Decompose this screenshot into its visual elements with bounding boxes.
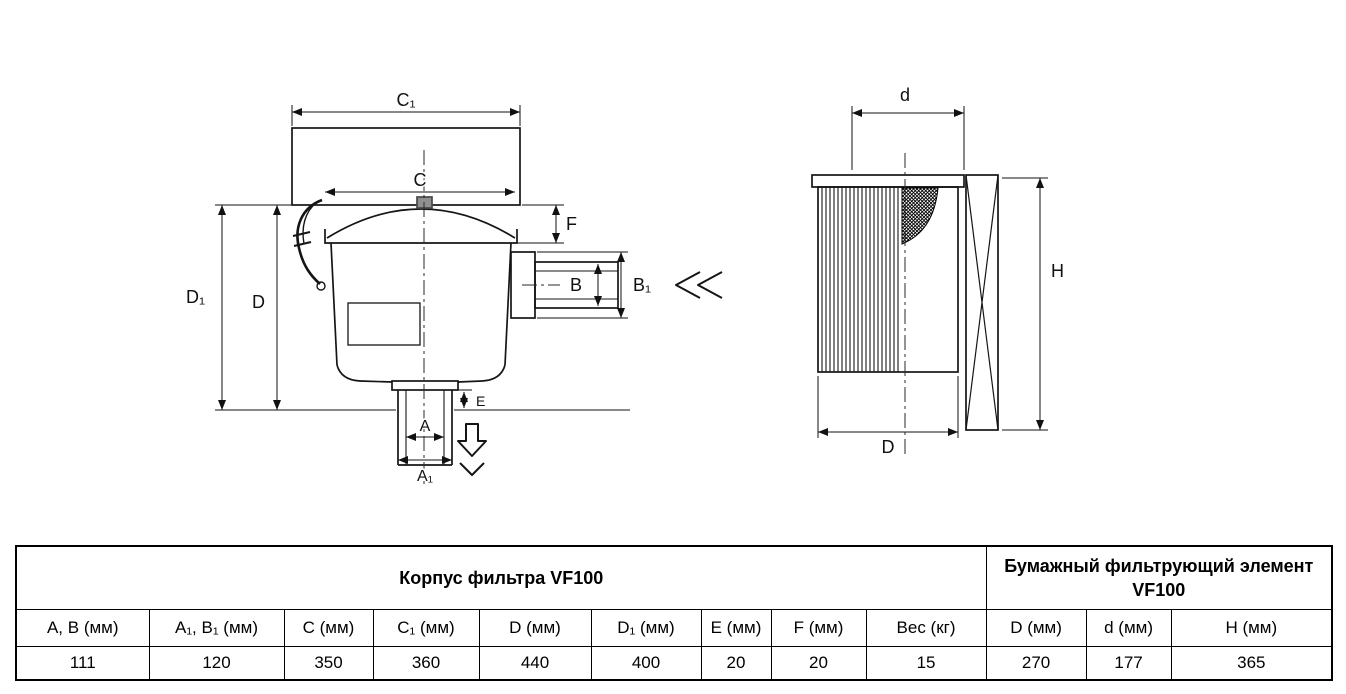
value-cell: 270 — [985, 646, 1087, 681]
housing-drawing — [291, 127, 619, 466]
column-header: D₁ (мм) — [590, 609, 702, 647]
label-e: E — [476, 393, 485, 409]
dimensions-table: Корпус фильтра VF100 Бумажный фильтрующи… — [15, 545, 1334, 681]
element-cutaway-hatch — [901, 187, 939, 245]
outlet-flow-arrow-icon — [457, 423, 487, 457]
element-top-cap — [811, 174, 965, 188]
table-column-header-row: A, B (мм) A₁, B₁ (мм) C (мм) C₁ (мм) D (… — [15, 609, 1333, 647]
inlet-flow-arrow-icon — [697, 271, 723, 299]
technical-drawings: C₁ C F D₁ D E A A₁ B B₁ d H D — [185, 84, 1066, 488]
housing-nameplate — [347, 302, 421, 346]
outlet-flange — [391, 380, 459, 391]
clamp-latch-inner — [302, 202, 317, 245]
label-element-d-top: d — [900, 85, 910, 105]
label-a1: A₁ — [417, 468, 433, 485]
label-c: C — [414, 170, 427, 190]
label-d: D — [252, 292, 265, 312]
housing-lid-dome — [326, 208, 516, 239]
value-cell: 15 — [865, 646, 987, 681]
value-cell: 177 — [1085, 646, 1172, 681]
dim-ext-f — [517, 204, 564, 244]
column-header: D (мм) — [985, 609, 1087, 647]
label-f: F — [566, 214, 577, 234]
label-a: A — [420, 418, 431, 435]
dim-ext-h — [1002, 177, 1048, 431]
label-d1: D₁ — [186, 287, 205, 307]
label-b: B — [570, 275, 582, 295]
element-drawing — [811, 174, 999, 431]
clamp-screw — [292, 231, 312, 247]
element-side-gasket — [965, 174, 999, 431]
value-cell: 350 — [283, 646, 374, 681]
dim-ext-b1 — [537, 251, 628, 319]
flow-arrows — [457, 271, 723, 476]
value-cell: 20 — [700, 646, 772, 681]
value-cell: 20 — [770, 646, 867, 681]
column-header: C (мм) — [283, 609, 374, 647]
column-header: A₁, B₁ (мм) — [148, 609, 285, 647]
column-header: d (мм) — [1085, 609, 1172, 647]
outlet-tube — [397, 390, 453, 466]
element-body — [817, 186, 959, 373]
element-side-gasket-cross — [965, 174, 999, 431]
housing-lid-rim — [324, 229, 518, 244]
centerlines — [423, 150, 906, 488]
value-cell: 400 — [590, 646, 702, 681]
column-header: H (мм) — [1170, 609, 1333, 647]
label-element-d-outer: D — [882, 437, 895, 457]
element-pleats — [821, 187, 899, 372]
table-group-header-row: Корпус фильтра VF100 Бумажный фильтрующи… — [15, 545, 1333, 610]
column-header: Вес (кг) — [865, 609, 987, 647]
inlet-port-bore — [535, 270, 618, 300]
dim-ext-d-top — [851, 106, 965, 170]
outlet-bore — [405, 390, 445, 465]
value-cell: 120 — [148, 646, 285, 681]
value-cell: 360 — [372, 646, 480, 681]
housing-hood-outline — [291, 127, 521, 206]
housing-bowl-walls — [330, 242, 512, 366]
group-header-housing: Корпус фильтра VF100 — [15, 545, 987, 610]
label-c1: C₁ — [396, 90, 415, 110]
label-b1: B₁ — [633, 275, 651, 295]
column-header: E (мм) — [700, 609, 772, 647]
column-header: C₁ (мм) — [372, 609, 480, 647]
dimension-labels: C₁ C F D₁ D E A A₁ B B₁ d H D — [185, 84, 1066, 487]
table-value-row: 111 120 350 360 440 400 20 20 15 270 177… — [15, 646, 1333, 681]
column-header: A, B (мм) — [15, 609, 150, 647]
column-header: D (мм) — [478, 609, 592, 647]
label-element-h: H — [1051, 261, 1064, 281]
column-header: F (мм) — [770, 609, 867, 647]
value-cell: 440 — [478, 646, 592, 681]
value-cell: 365 — [1170, 646, 1333, 681]
housing-bowl-bottom — [336, 364, 506, 383]
clamp-latch — [296, 198, 323, 285]
group-header-element: Бумажный фильтрующий элемент VF100 — [985, 545, 1333, 610]
clamp-hook — [316, 281, 326, 291]
inlet-flow-arrow-icon — [675, 271, 701, 299]
dim-ext-d-outer — [817, 376, 959, 438]
dimension-lines — [215, 105, 1048, 464]
value-cell: 111 — [15, 646, 150, 681]
outlet-flow-arrow-icon — [459, 462, 485, 476]
